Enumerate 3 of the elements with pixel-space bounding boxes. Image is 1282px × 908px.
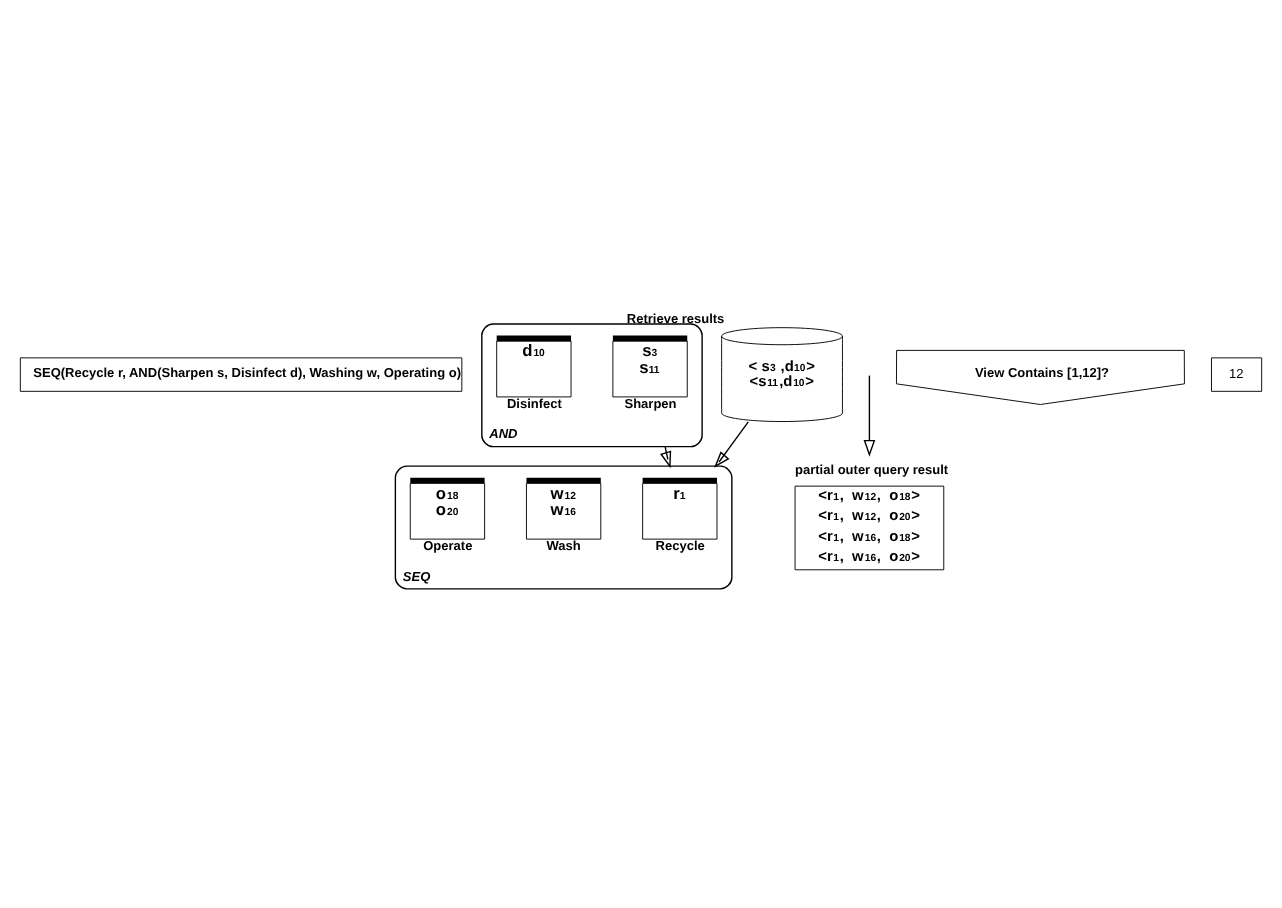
arrow: [714, 420, 749, 467]
arrow: [863, 373, 876, 456]
arrow: [660, 444, 672, 468]
